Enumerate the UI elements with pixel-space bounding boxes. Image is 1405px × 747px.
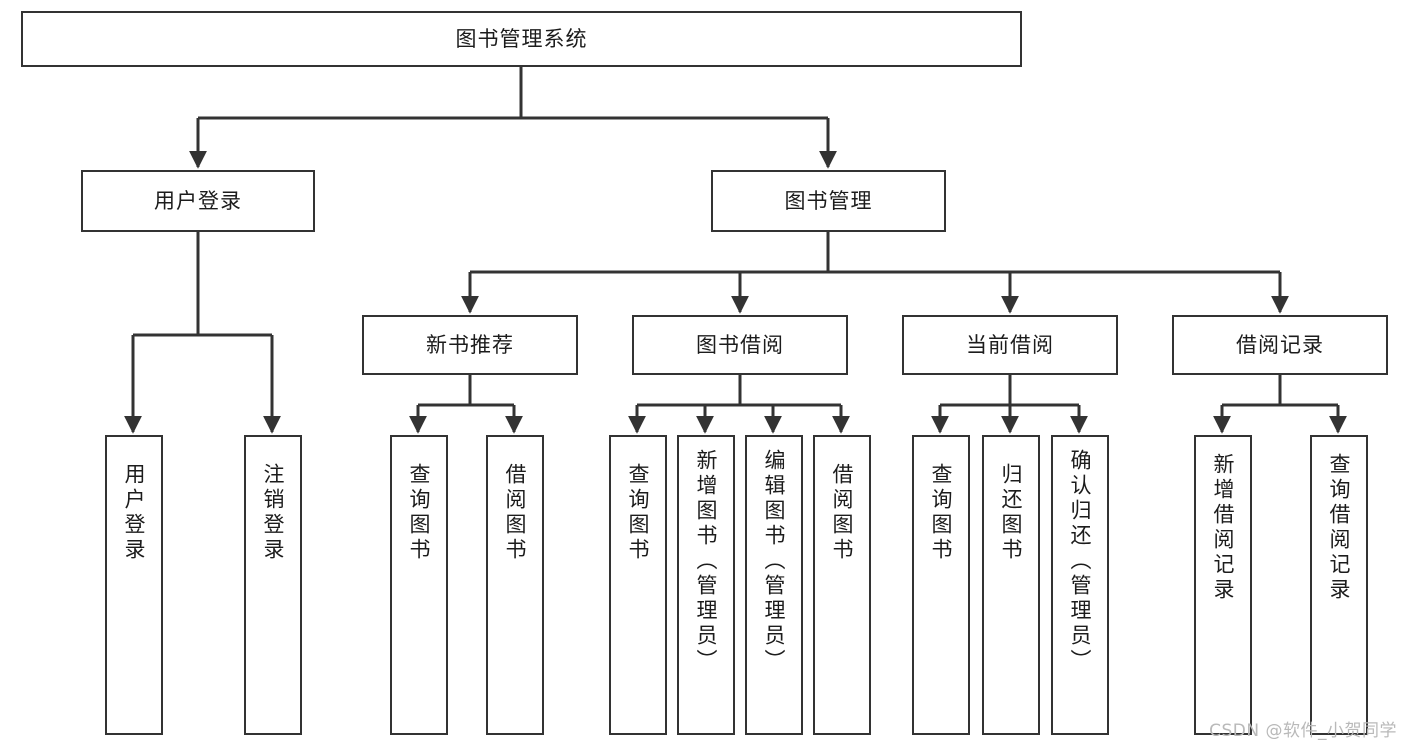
leaf-borrow-book-label: 借阅图书 (830, 463, 855, 563)
leaf-add-book-admin-label: 新增图书（管理员） (694, 449, 719, 674)
leaf-return-book[interactable]: 归还图书 (982, 435, 1040, 735)
leaf-add-borrow-record[interactable]: 新增借阅记录 (1194, 435, 1252, 735)
node-current-borrow[interactable]: 当前借阅 (902, 315, 1118, 375)
node-borrow-record-label: 借阅记录 (1236, 332, 1324, 357)
leaf-edit-book-admin[interactable]: 编辑图书（管理员） (745, 435, 803, 735)
node-new-book-recommend[interactable]: 新书推荐 (362, 315, 578, 375)
leaf-query-borrow-record-label: 查询借阅记录 (1327, 453, 1352, 603)
node-new-book-recommend-label: 新书推荐 (426, 332, 514, 357)
watermark: CSDN @软件_小贺同学 (1209, 721, 1397, 741)
leaf-current-query-book[interactable]: 查询图书 (912, 435, 970, 735)
node-user-login[interactable]: 用户登录 (81, 170, 315, 232)
leaf-return-book-label: 归还图书 (999, 463, 1024, 563)
node-book-borrow[interactable]: 图书借阅 (632, 315, 848, 375)
node-book-management-label: 图书管理 (784, 188, 873, 213)
leaf-new-book-query[interactable]: 查询图书 (390, 435, 448, 735)
node-user-login-label: 用户登录 (154, 188, 242, 213)
leaf-new-book-borrow[interactable]: 借阅图书 (486, 435, 544, 735)
leaf-current-query-book-label: 查询图书 (929, 463, 954, 563)
node-borrow-record[interactable]: 借阅记录 (1172, 315, 1388, 375)
leaf-borrow-book[interactable]: 借阅图书 (813, 435, 871, 735)
leaf-edit-book-admin-label: 编辑图书（管理员） (762, 449, 787, 674)
leaf-new-book-borrow-label: 借阅图书 (503, 463, 528, 563)
leaf-borrow-query-book[interactable]: 查询图书 (609, 435, 667, 735)
leaf-borrow-query-book-label: 查询图书 (626, 463, 651, 563)
leaf-confirm-return-admin[interactable]: 确认归还（管理员） (1051, 435, 1109, 735)
node-root-label: 图书管理系统 (455, 26, 588, 51)
leaf-add-book-admin[interactable]: 新增图书（管理员） (677, 435, 735, 735)
leaf-add-borrow-record-label: 新增借阅记录 (1211, 453, 1236, 603)
node-current-borrow-label: 当前借阅 (966, 332, 1054, 357)
node-root[interactable]: 图书管理系统 (21, 11, 1022, 67)
node-book-management[interactable]: 图书管理 (711, 170, 946, 232)
leaf-logout-label: 注销登录 (261, 463, 286, 563)
node-book-borrow-label: 图书借阅 (696, 332, 784, 357)
leaf-new-book-query-label: 查询图书 (407, 463, 432, 563)
leaf-user-login-label: 用户登录 (122, 463, 147, 563)
leaf-logout[interactable]: 注销登录 (244, 435, 302, 735)
leaf-query-borrow-record[interactable]: 查询借阅记录 (1310, 435, 1368, 735)
leaf-user-login[interactable]: 用户登录 (105, 435, 163, 735)
leaf-confirm-return-admin-label: 确认归还（管理员） (1068, 449, 1093, 674)
